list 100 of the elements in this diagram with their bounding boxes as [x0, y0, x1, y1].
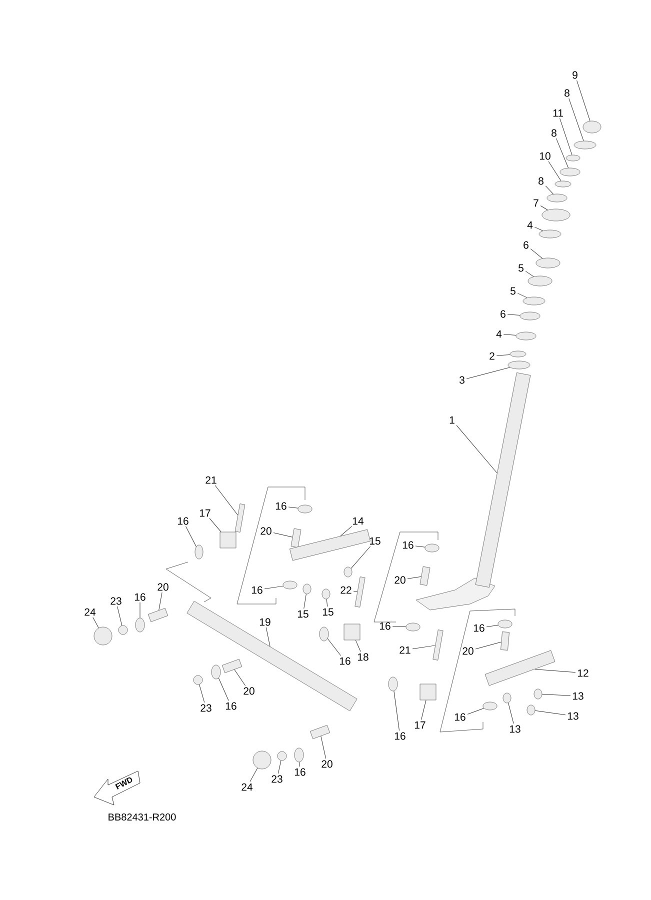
- leader-line: [525, 270, 534, 277]
- leader-line: [503, 334, 516, 336]
- leader-line: [158, 592, 162, 610]
- leader-line: [508, 702, 514, 724]
- callout-number: 15: [370, 537, 380, 545]
- leader-line: [392, 626, 406, 627]
- leader-line: [421, 700, 426, 720]
- leader-line: [407, 576, 422, 580]
- callout-number: 21: [206, 476, 216, 484]
- leader-line: [496, 354, 510, 356]
- leader-line: [576, 80, 590, 122]
- washer-drawing: [574, 140, 596, 150]
- callout-number: 23: [272, 775, 282, 783]
- washer-drawing: [252, 750, 272, 770]
- callout-number: 16: [276, 502, 286, 510]
- washer-drawing: [522, 296, 546, 306]
- washer-drawing: [298, 504, 312, 514]
- callout-number: 12: [578, 669, 588, 677]
- leader-line: [530, 248, 543, 259]
- callout-number: 17: [200, 509, 210, 517]
- callout-number: 11: [553, 109, 563, 117]
- part-drawing: [354, 576, 366, 608]
- washer-drawing: [482, 702, 498, 710]
- washer-drawing: [322, 588, 330, 600]
- callout-number: 8: [564, 89, 570, 97]
- callout-number: 6: [500, 310, 506, 318]
- washer-drawing: [498, 620, 512, 628]
- callout-number: 16: [454, 713, 466, 721]
- callout-number: 17: [414, 721, 426, 729]
- callout-number: 19: [260, 618, 270, 626]
- washer-drawing: [516, 332, 536, 340]
- callout-number: 22: [340, 586, 352, 594]
- steering-column-drawing: [416, 372, 531, 610]
- leader-line: [534, 668, 576, 673]
- leader-line: [517, 292, 528, 298]
- leader-line: [117, 606, 122, 626]
- leader-line: [288, 506, 298, 508]
- leader-line: [340, 526, 352, 536]
- washer-drawing: [94, 626, 112, 646]
- callout-number: 10: [540, 152, 550, 160]
- callout-number: 16: [380, 622, 390, 630]
- leader-line: [412, 645, 436, 650]
- callout-number: 20: [260, 527, 272, 535]
- leader-line: [560, 118, 572, 156]
- callout-number: 4: [496, 330, 502, 338]
- washer-drawing: [538, 230, 562, 238]
- washer-drawing: [388, 676, 398, 692]
- leader-line: [353, 590, 358, 592]
- callout-number: 20: [244, 687, 254, 695]
- leader-line: [214, 485, 238, 516]
- callout-number: 8: [552, 129, 556, 137]
- part-drawing: [484, 650, 556, 686]
- leader-line: [456, 425, 498, 474]
- leader-line: [507, 314, 520, 316]
- leader-line: [545, 186, 554, 194]
- leader-line: [218, 678, 229, 701]
- part-drawing: [234, 504, 246, 532]
- leader-line: [199, 684, 205, 703]
- washer-drawing: [542, 208, 570, 222]
- part-drawing: [148, 608, 168, 622]
- callout-number: 20: [158, 583, 168, 591]
- leader-line: [299, 762, 300, 767]
- callout-number: 20: [322, 760, 332, 768]
- callout-number: 24: [84, 608, 96, 616]
- callout-number: 18: [358, 653, 368, 661]
- leader-line: [548, 161, 562, 182]
- leader-line: [266, 627, 270, 647]
- callout-number: 16: [294, 768, 306, 776]
- part-drawing: [310, 724, 330, 740]
- leader-line: [534, 226, 544, 232]
- callout-number: 20: [462, 647, 474, 655]
- callout-number: 13: [572, 692, 584, 700]
- callout-number: 24: [242, 783, 253, 791]
- washer-drawing: [502, 692, 512, 704]
- callout-number: 23: [200, 704, 212, 712]
- callout-number: 16: [394, 732, 406, 740]
- washer-drawing: [534, 688, 542, 700]
- washer-drawing: [546, 194, 568, 202]
- leader-line: [320, 736, 326, 759]
- callout-number: 15: [298, 610, 308, 618]
- washer-drawing: [211, 664, 221, 680]
- leader-line: [186, 526, 196, 547]
- washer-drawing: [508, 360, 530, 370]
- leader-line: [534, 710, 566, 716]
- callout-number: 8: [538, 177, 544, 185]
- callout-number: 9: [572, 71, 578, 79]
- leader-line: [326, 598, 328, 607]
- leader-line: [486, 624, 498, 628]
- leader-line: [278, 760, 282, 774]
- leader-line: [540, 206, 548, 210]
- leader-line: [466, 367, 510, 380]
- part-drawing: [344, 624, 360, 640]
- callout-number: 5: [510, 287, 516, 295]
- callout-number: 23: [110, 597, 122, 605]
- washer-drawing: [193, 675, 203, 685]
- callout-number: 14: [352, 517, 364, 525]
- part-drawing: [432, 630, 444, 660]
- callout-number: 21: [400, 646, 410, 654]
- leader-line: [304, 594, 306, 609]
- callout-number: 16: [340, 657, 350, 665]
